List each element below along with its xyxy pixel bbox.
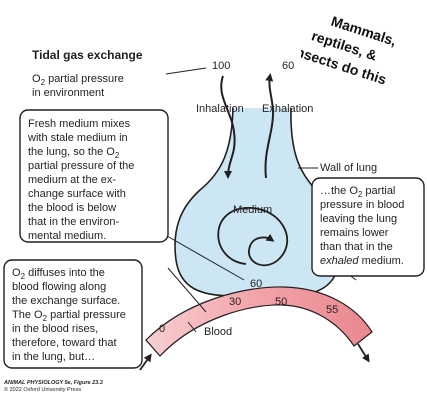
callout-lt-line-6: change surface with [28,188,126,200]
env-label-sub: 2 [40,78,46,88]
figure-credit-source: ANIMAL PHYSIOLOGY 5e, Figure 23.3 [4,380,103,386]
blood-out-arrow [357,343,370,363]
blood-vessel [145,286,373,357]
callout-lb-line-1-post: diffuses into the [25,267,105,279]
stamp-text: Mammals, reptiles, & insects do this [290,13,398,88]
callout-lb-line-1-pre: O [12,267,21,279]
callout-lb-line-5: in the blood rises, [12,323,99,335]
environment-leader [165,67,207,75]
callout-lt-line-3-text: the lung, so the O [28,146,115,158]
callout-lt-line-1: Fresh medium mixes [28,118,131,130]
callout-r-line-4: remains lower [320,227,389,239]
wall-of-lung-label: Wall of lung [320,162,378,174]
callout-lb-line-4-post: partial pressure [47,309,126,321]
callout-lt-line-7: the blood is below [28,202,117,214]
callout-r-line-5: than that in the [320,241,393,253]
callout-r-line-6: exhaled medium. [320,254,420,268]
callout-lt-line-4: partial pressure of the [28,160,135,172]
env-label-post: partial pressure [45,73,124,85]
callout-lt-line-5: medium at the ex- [28,174,117,186]
callout-left-bottom-box [3,259,143,369]
exhalation-arrow [264,73,275,179]
figure-credit-line-1: ANIMAL PHYSIOLOGY 5e, Figure 23.3 [4,380,103,387]
blood-value-55: 55 [326,304,339,316]
callout-r-line-6-em: exhaled [320,255,359,267]
callout-lb-line-7: in the lung, but… [12,351,96,363]
callout-left-top-box [19,109,169,243]
inhalation-label: Inhalation [196,103,244,115]
callout-lt-line-8: that in the environ- [28,216,120,228]
callout-lb-line-6: therefore, toward that [12,337,117,349]
exhalation-label: Exhalation [262,103,314,115]
env-label-line2: in environment [32,87,105,99]
callout-lb-line-2: blood flowing along [12,281,107,293]
callout-lb-line-3: the exchange surface. [12,295,121,307]
blood-value-0: 0 [159,323,166,335]
figure-credit-line-2: © 2022 Oxford University Press [4,387,82,393]
callout-r-line-2: pressure in blood [320,199,405,211]
blood-leader [187,321,197,333]
callout-lt-line-2: with stale medium in [28,132,128,144]
callout-lt-line-3: the lung, so the O2 [28,145,164,161]
callout-lt-line-3-sub: 2 [114,151,120,161]
inhale-value: 100 [212,60,231,72]
blood-label: Blood [204,326,233,338]
callout-r-line-3: leaving the lung [320,213,398,225]
blood-in-arrow [139,353,152,371]
callout-lb-line-4-pre: The O [12,309,43,321]
diagram-title: Tidal gas exchange [32,48,143,62]
figure-credit: ANIMAL PHYSIOLOGY 5e, Figure 23.3 © 2022… [4,380,103,394]
callout-r-line-6-post: medium. [358,255,404,267]
callout-lb-line-1: O2 diffuses into the [12,266,140,282]
callout-lb-line-1-sub: 2 [20,272,26,282]
callout-left-top: Fresh medium mixes with stale medium in … [28,117,164,243]
callout-right-box [311,177,425,277]
callout-r-line-1-sub: 2 [357,190,363,200]
callout-lt-line-9: mental medium. [28,230,107,242]
medium-swirl [217,207,289,267]
stamp: Mammals, reptiles, & insects do this [290,8,421,98]
inhalation-arrow [220,75,236,179]
callout-left-bottom: O2 diffuses into the blood flowing along… [12,266,140,364]
exhale-value: 60 [282,60,295,72]
callout-left-top-leader [159,231,245,281]
callout-r-line-1-post: partial [362,185,396,197]
blood-value-50: 50 [275,296,288,308]
medium-value: 60 [250,278,263,290]
callout-lb-line-4: The O2 partial pressure [12,308,140,324]
callout-right: …the O2 partial pressure in blood leavin… [320,184,420,268]
env-label-o: O [32,73,41,85]
environment-label: O2 partial pressure in environment [32,72,124,100]
callout-r-line-1-pre: …the O [320,185,358,197]
callout-left-bottom-leader [167,267,207,313]
blood-value-30: 30 [229,296,242,308]
callout-r-line-1: …the O2 partial [320,184,420,200]
medium-label: Medium [233,204,273,216]
callout-lb-line-4-sub: 2 [42,314,48,324]
